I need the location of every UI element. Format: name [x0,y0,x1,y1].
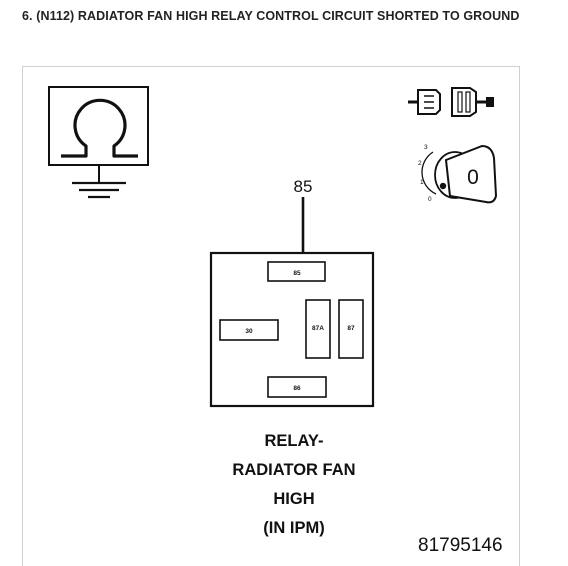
disconnected-connector-icon [408,87,494,117]
relay-pin-87a-label: 87A [312,325,324,332]
relay-pin-86-label: 86 [293,385,301,392]
relay-caption: RELAY- RADIATOR FAN HIGH (IN IPM) [200,427,388,543]
caption-line-1: RELAY- [264,432,324,450]
ignition-position-2: 2 [418,160,422,167]
caption-line-3: HIGH [273,490,315,508]
ignition-key-position: 0 [467,166,479,189]
ignition-position-3: 3 [424,144,428,151]
caption-line-2: RADIATOR FAN [232,461,356,479]
relay-pin-86-terminal [267,376,327,398]
relay-pin-85-label: 85 [293,270,301,277]
ignition-position-1: 1 [420,179,424,186]
section-heading: 6. (N112) RADIATOR FAN HIGH RELAY CONTRO… [22,9,520,23]
relay-pin-87-terminal [338,299,364,359]
ignition-position-0: 0 [428,196,432,203]
figure-number: 81795146 [418,535,503,556]
relay-pin-87a-terminal [305,299,331,359]
relay-pin-87-label: 87 [347,325,355,332]
ignition-key-icon: 3 2 1 0 0 [418,144,498,204]
ohmmeter-icon [48,86,149,199]
probe-pin-label: 85 [294,177,313,196]
relay-pin-30-terminal [219,319,279,341]
relay-block: 85 30 87A 87 86 [209,251,375,408]
caption-line-4: (IN IPM) [263,519,325,537]
relay-pin-30-label: 30 [245,328,253,335]
relay-pin-85-terminal [267,261,326,282]
